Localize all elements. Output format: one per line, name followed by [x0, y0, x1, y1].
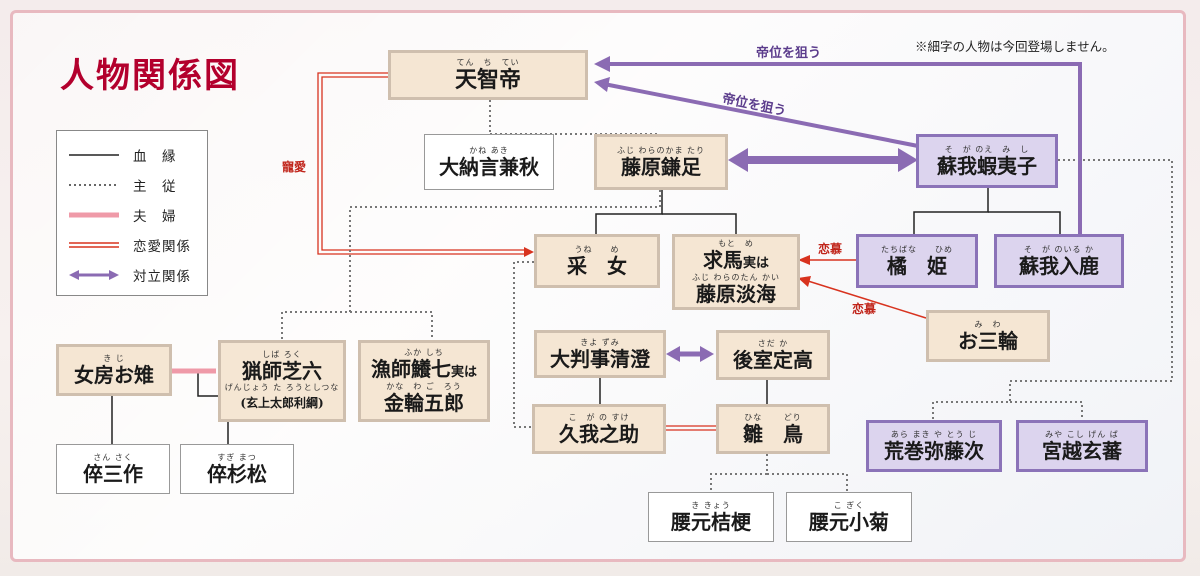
conflict-kamatari-emishi	[728, 148, 918, 172]
love-line-icon	[69, 242, 119, 248]
renbo-arrow-omiwa	[798, 276, 927, 319]
aim-arrow-iruka	[594, 56, 1082, 234]
person-hinadori: ひな どり 雛 鳥	[716, 404, 830, 454]
legend-item-conflict: 対立関係	[69, 265, 191, 285]
love-line-chouai	[317, 72, 534, 257]
solid-line-icon	[69, 154, 119, 156]
person-shibaroku: しば ろく 猟師芝六 げんじょう た ろうとしつな (玄上太郎利綱)	[218, 340, 346, 422]
renbo-label-1: 恋慕	[818, 242, 843, 256]
renbo-label-2: 恋慕	[852, 302, 877, 316]
dotted-line-icon	[69, 184, 119, 186]
aim-label-1: 帝位を狙う	[756, 46, 822, 61]
person-fukashichi: ふか しち 漁師鱶七実は かな わ ご ろう 金輪五郎	[358, 340, 490, 422]
person-tachibana: たちばな ひめ 橘 姫	[856, 234, 978, 288]
person-gemba: みや こし げん ば 宮越玄蕃	[1016, 420, 1148, 472]
conflict-kiyozumi-sadaka	[666, 346, 714, 362]
person-tenchi: てん ち てい 天智帝	[388, 50, 588, 100]
love-line-couple	[666, 425, 716, 431]
chouai-label: 寵愛	[282, 160, 307, 174]
legend: 血 縁 主 従 夫 婦 恋愛関係 対立関係	[56, 130, 208, 296]
legend-item-blood: 血 縁	[69, 145, 177, 165]
person-sansaku: さん さく 倅三作	[56, 444, 170, 494]
person-omiwa: み わ お三輪	[926, 310, 1050, 362]
person-motome: もと め 求馬実は ふじ わらのたん かい 藤原淡海	[672, 234, 800, 310]
person-emishi: そ が のえ み し 蘇我蝦夷子	[916, 134, 1058, 188]
person-iruka: そ が のいる か 蘇我入鹿	[994, 234, 1124, 288]
renbo-arrow-tachibana	[798, 255, 856, 265]
person-okiji: き じ 女房お雉	[56, 344, 172, 396]
legend-item-master: 主 従	[69, 175, 177, 195]
aim-arrow-emishi	[594, 77, 919, 148]
legend-item-marriage: 夫 婦	[69, 205, 177, 225]
legend-item-love: 恋愛関係	[69, 235, 191, 255]
person-uneme: うね め 采 女	[534, 234, 660, 288]
person-aramaki: あら まき や とう じ 荒巻弥藤次	[866, 420, 1002, 472]
person-kaneaki: かね あき 大納言兼秋	[424, 134, 554, 190]
person-sugimatsu: すぎ まつ 倅杉松	[180, 444, 294, 494]
person-kuganosuke: こ が の すけ 久我之助	[532, 404, 666, 454]
marriage-line-icon	[69, 212, 119, 218]
person-kogiku: こ ぎく 腰元小菊	[786, 492, 912, 542]
person-kikyo: き きょう 腰元桔梗	[648, 492, 774, 542]
person-kamatari: ふじ わらのかま たり 藤原鎌足	[594, 134, 728, 190]
page-title: 人物関係図	[60, 56, 240, 96]
footnote: ※細字の人物は今回登場しません。	[915, 39, 1115, 54]
person-sadaka: さだ か 後室定高	[716, 330, 830, 380]
double-arrow-icon	[69, 270, 119, 280]
person-kiyozumi: きよ ずみ 大判事清澄	[534, 330, 666, 378]
